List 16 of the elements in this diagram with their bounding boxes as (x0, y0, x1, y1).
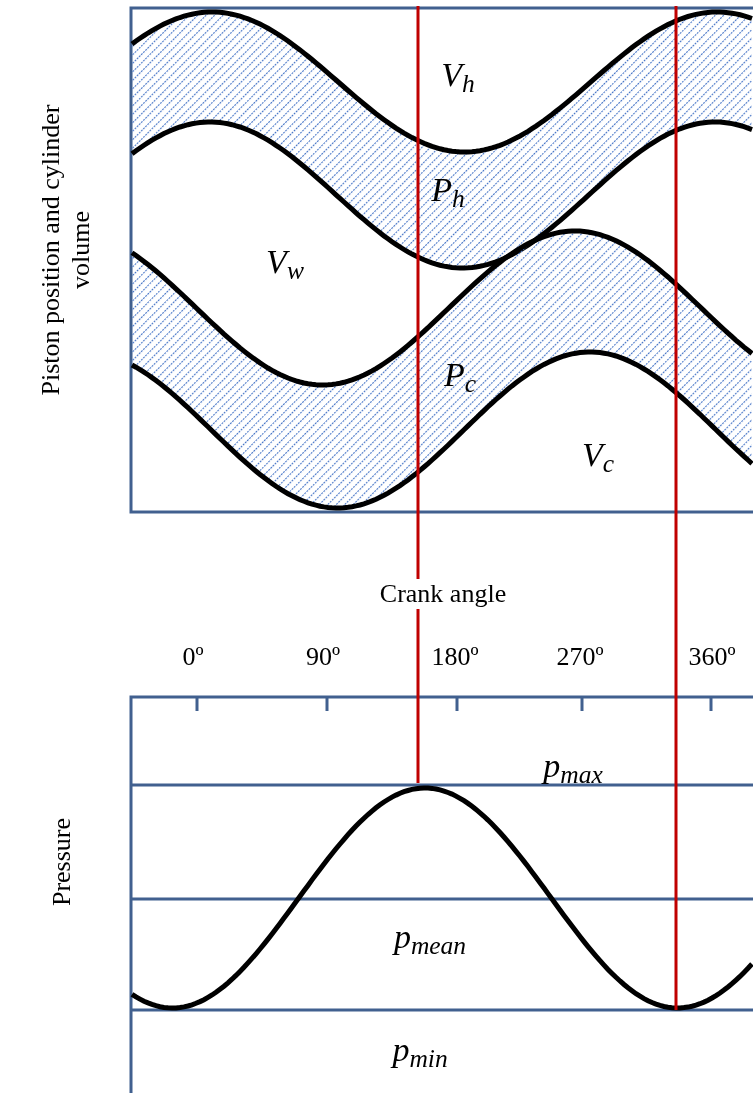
volume-symbol: V$_{c}$ (581, 436, 615, 474)
tick-label: 0º (182, 642, 204, 672)
tick-label: 270º (556, 642, 604, 672)
tick-label: 180º (431, 642, 479, 672)
tick-label: 360º (688, 642, 736, 672)
pressure-level-label: p$_{min}$ (392, 1031, 448, 1069)
pressure-symbol: P$_{h}$ (431, 171, 465, 209)
volume-symbol: V$_{h}$ (441, 56, 475, 94)
axis-title: Crank angle (379, 579, 507, 609)
pressure-level-label: p$_{max}$ (543, 747, 603, 785)
volume-symbol: V$_{w}$ (266, 243, 304, 281)
pressure-symbol: P$_{c}$ (443, 356, 477, 394)
pressure-level-label: p$_{mean}$ (393, 918, 467, 956)
axis-title: Pressure (47, 816, 77, 909)
tick-label: 90º (305, 642, 341, 672)
axis-title: Piston position and cylinder volume (36, 103, 96, 398)
